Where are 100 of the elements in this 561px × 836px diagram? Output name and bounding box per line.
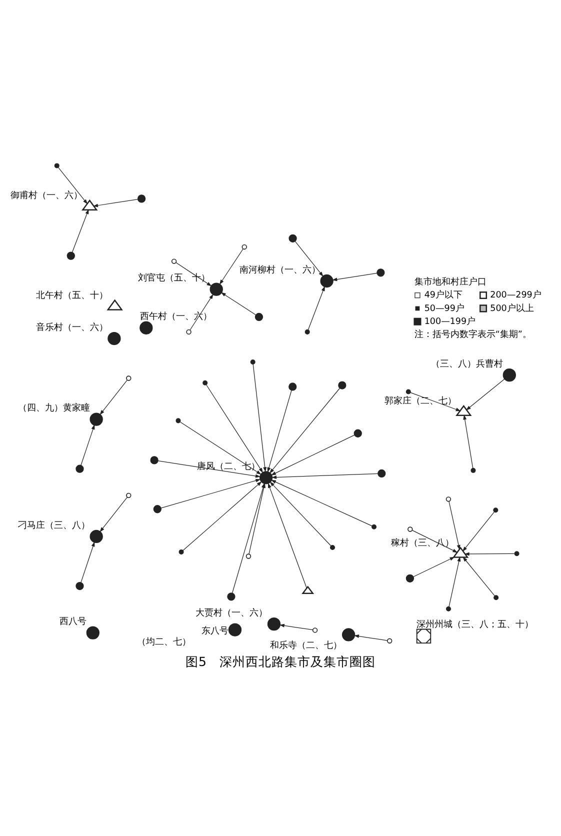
arrow: [80, 542, 95, 583]
node-label: 刁马庄（三、八）: [18, 520, 90, 531]
node-circle: [176, 418, 181, 424]
arrow: [270, 482, 332, 546]
node-circle: [76, 464, 84, 473]
node-circle: [406, 389, 411, 394]
node-circle: [210, 282, 223, 296]
arrow: [206, 384, 264, 473]
legend-label: 49户以下: [424, 290, 463, 301]
node-circle: [288, 382, 297, 391]
node-circle: [246, 554, 252, 559]
legend-label: 50—99户: [424, 304, 464, 314]
arrow: [182, 481, 262, 551]
node-circle: [304, 329, 310, 334]
arrow: [190, 294, 214, 330]
node-label: 郭家庄（二、七）: [384, 396, 457, 407]
node-circle: [150, 456, 158, 464]
legend-label: 100—199户: [424, 316, 476, 327]
node-circle: [54, 163, 60, 168]
arrow: [462, 556, 495, 596]
node-circle: [250, 360, 256, 365]
node-label: 御甫村（一、六）: [10, 191, 83, 202]
arrow: [448, 501, 460, 550]
arrow: [252, 364, 267, 472]
node-circle: [446, 606, 451, 612]
node-circle: [66, 252, 75, 260]
arrow: [448, 556, 461, 607]
arrow: [80, 424, 95, 466]
node-label: 南河柳村（一、六）: [240, 265, 321, 276]
node-circle: [446, 496, 452, 502]
arrow: [220, 292, 256, 316]
label: 集市地和村庄户口: [414, 277, 486, 288]
node-circle: [90, 530, 103, 544]
node-circle: [372, 524, 377, 530]
node-label: 东八号: [202, 626, 229, 637]
node-circle: [171, 258, 177, 264]
node-circle: [254, 312, 264, 322]
arrow: [92, 198, 138, 208]
node-circle: [178, 549, 184, 554]
node-circle: [153, 505, 162, 514]
node-circle: [342, 628, 356, 642]
node-circle: [408, 526, 413, 532]
arrow: [294, 241, 324, 277]
arrow: [180, 422, 262, 475]
arrow: [410, 392, 461, 412]
node-circle: [108, 332, 121, 346]
node-circle: [140, 321, 153, 334]
arrow: [308, 286, 325, 330]
arrow: [267, 390, 292, 472]
diagram-title: 图5 深州西北路集市及集市圈图: [186, 654, 376, 670]
label: （均二、七）: [137, 638, 192, 648]
node-circle: [259, 471, 273, 484]
node-circle: [330, 544, 335, 550]
arrow: [58, 167, 88, 204]
node-label: 和乐寺（二、七）: [270, 641, 342, 651]
node-circle: [493, 508, 498, 513]
node-label: 西八号: [60, 617, 87, 628]
arrow: [279, 624, 314, 630]
node-circle: [228, 623, 242, 636]
arrow: [268, 482, 307, 588]
arrow: [413, 556, 455, 578]
arrow: [270, 480, 372, 526]
node-circle: [202, 380, 208, 386]
arrow: [332, 272, 378, 282]
arrow: [272, 473, 378, 480]
node-circle: [267, 617, 281, 631]
node-circle: [186, 329, 192, 335]
arrow: [270, 434, 355, 476]
node-label: 深州州城（三、八；五、十）: [416, 620, 534, 630]
node-circle: [126, 492, 132, 498]
arrow: [412, 530, 458, 553]
node-label: 大贾村（一、六）: [196, 608, 268, 618]
arrow: [100, 380, 128, 416]
node-circle: [514, 551, 520, 556]
arrow: [464, 552, 515, 556]
node-circle: [387, 638, 392, 644]
arrow: [463, 414, 474, 469]
node-circle: [137, 194, 146, 203]
arrow: [466, 378, 505, 410]
arrow: [72, 209, 89, 253]
node-circle: [338, 381, 346, 390]
node-circle: [406, 574, 414, 582]
arrow: [160, 478, 261, 508]
node-circle: [288, 234, 297, 242]
node-circle: [320, 274, 334, 288]
arrow: [354, 634, 388, 641]
node-circle: [502, 368, 516, 382]
arrow: [176, 262, 212, 286]
arrow: [219, 248, 244, 285]
node-circle: [126, 376, 132, 381]
node-circle: [76, 582, 84, 590]
node-circle: [376, 268, 385, 277]
node-circle: [90, 412, 103, 426]
node-circle: [494, 595, 499, 600]
node-label: （三、八）兵曹村: [431, 359, 504, 370]
label: 注：括号内数字表示“集期”。: [414, 330, 532, 340]
node-circle: [354, 429, 362, 438]
arrow: [100, 496, 128, 532]
node-circle: [470, 468, 476, 473]
node-circle: [86, 626, 100, 640]
